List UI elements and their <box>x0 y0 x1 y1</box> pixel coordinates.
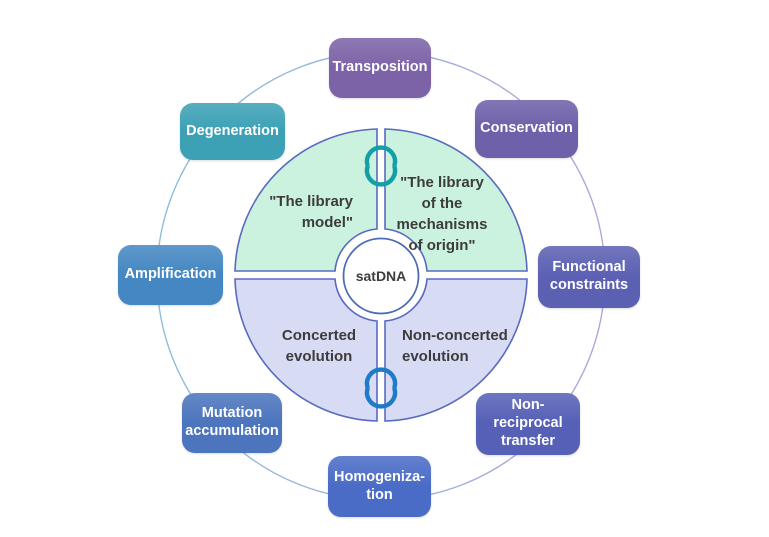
box-amplification: Amplification <box>118 245 223 305</box>
quadrant-label-library-model: "The library model" <box>269 193 353 231</box>
quadrant-label-non-concerted-evolution: Non-concerted evolution <box>402 327 508 365</box>
box-functional-constraints: Functional constraints <box>538 246 640 308</box>
center-label: satDNA <box>355 268 407 284</box>
box-homogenization-label: Homogeniza- tion <box>333 468 426 503</box>
quadrant-label-concerted-evolution: Concerted evolution <box>281 327 357 365</box>
box-amplification-label: Amplification <box>124 266 217 283</box>
box-mutation-accumulation-label: Mutation accumulation <box>185 405 279 439</box>
cycle-arrows-icon-bottom <box>364 367 398 409</box>
quadrant-library-model <box>234 128 378 272</box>
box-mutation-accumulation: Mutation accumulation <box>182 393 282 453</box>
box-conservation: Conservation <box>475 100 578 158</box>
box-conservation-label: Conservation <box>480 120 573 137</box>
box-homogenization: Homogeniza- tion <box>328 456 431 517</box>
box-non-reciprocal-transfer: Non- reciprocal transfer <box>476 393 580 455</box>
center-circle <box>342 237 420 315</box>
box-non-reciprocal-transfer-label: Non- reciprocal transfer <box>493 397 563 449</box>
quadrant-label-library-mechanisms: "The library of the mechanisms of origin… <box>396 174 488 254</box>
cycle-arrows-icon-top <box>364 145 398 187</box>
quadrant-library-mechanisms <box>384 128 528 272</box>
box-transposition-label: Transposition <box>332 59 428 76</box>
box-degeneration: Degeneration <box>180 103 285 160</box>
box-degeneration-label: Degeneration <box>186 122 279 139</box>
box-transposition: Transposition <box>329 38 431 98</box>
quadrant-concerted-evolution <box>234 278 378 422</box>
box-functional-constraints-label: Functional constraints <box>549 259 629 293</box>
quadrant-non-concerted-evolution <box>384 278 528 422</box>
